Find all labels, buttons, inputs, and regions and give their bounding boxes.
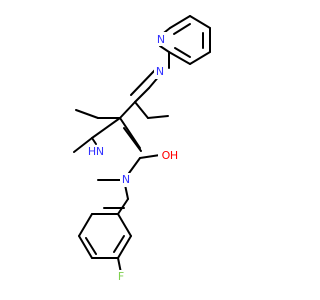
structure-svg: N N N H N O H F <box>73 15 211 284</box>
pyrazole-ring <box>73 109 161 200</box>
pyridine-nitrogen-label: N <box>157 33 165 46</box>
pyridine-ring <box>159 15 211 65</box>
fluorine-label: F <box>118 270 124 283</box>
imine-nitrogen-label: N <box>156 65 164 78</box>
atom-labels: N N N H N O H F <box>88 32 182 284</box>
hydroxyl-hydrogen-label: H <box>170 149 178 162</box>
pyrazole-nh-hydrogen-label: H <box>88 145 96 158</box>
hydroxyl-oxygen-label: O <box>162 149 171 162</box>
pyrazole-nh-label: N <box>96 145 104 158</box>
imine-linker <box>119 51 170 119</box>
molecule-diagram: N N N H N O H F <box>73 15 211 284</box>
pyrazole-nitrogen-label: N <box>122 173 130 186</box>
fluorophenyl-ring <box>78 198 132 274</box>
